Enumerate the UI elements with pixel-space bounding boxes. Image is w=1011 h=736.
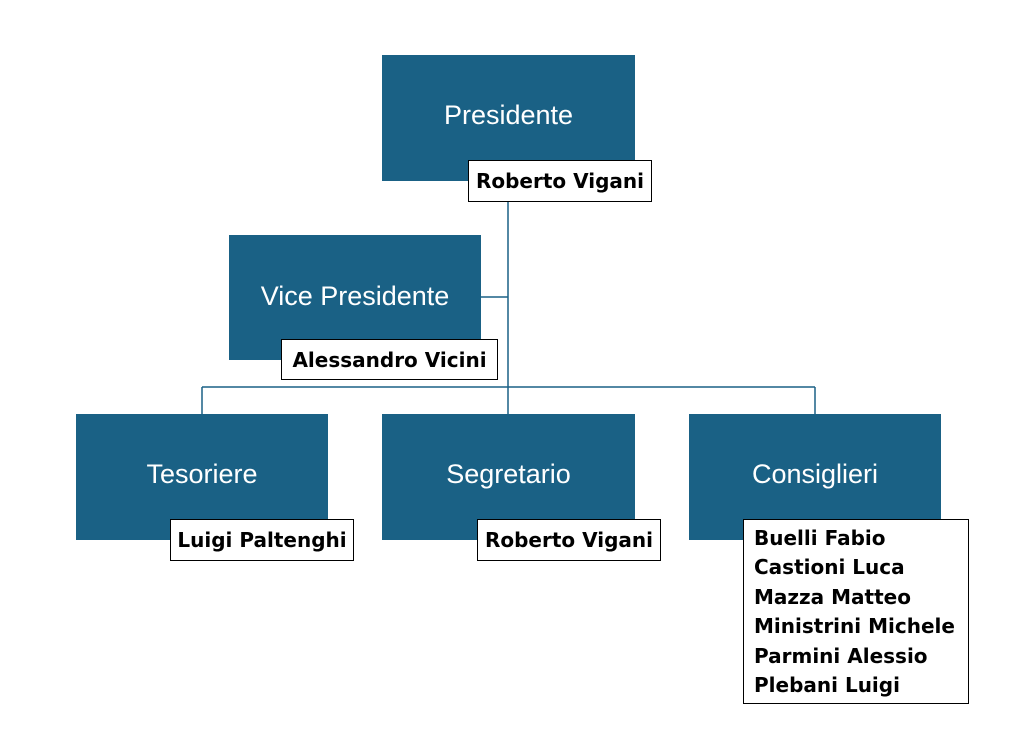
name-box-segretario: Roberto Vigani (477, 519, 661, 561)
name-segretario: Roberto Vigani (484, 528, 654, 552)
role-label-presidente: Presidente (443, 100, 574, 130)
list-item: Parmini Alessio (754, 643, 928, 668)
list-item: Buelli Fabio (754, 526, 886, 550)
name-box-vice-presidente: Alessandro Vicini (281, 339, 498, 380)
role-label-tesoriere: Tesoriere (146, 459, 258, 489)
name-box-presidente: Roberto Vigani (468, 160, 652, 202)
role-label-segretario: Segretario (446, 459, 571, 489)
name-tesoriere: Luigi Paltenghi (177, 528, 347, 552)
list-item: Castioni Luca (754, 555, 905, 580)
list-item: Ministrini Michele (754, 614, 955, 639)
role-label-consiglieri: Consiglieri (751, 459, 879, 489)
name-box-tesoriere: Luigi Paltenghi (170, 519, 354, 561)
name-list-consiglieri: Buelli Fabio Castioni Luca Mazza Matteo … (743, 519, 969, 704)
list-item: Plebani Luigi (754, 672, 900, 697)
name-presidente: Roberto Vigani (475, 169, 645, 193)
list-item: Mazza Matteo (754, 584, 911, 609)
role-label-vice-presidente: Vice Presidente (260, 280, 450, 311)
name-vice-presidente: Alessandro Vicini (292, 347, 487, 372)
